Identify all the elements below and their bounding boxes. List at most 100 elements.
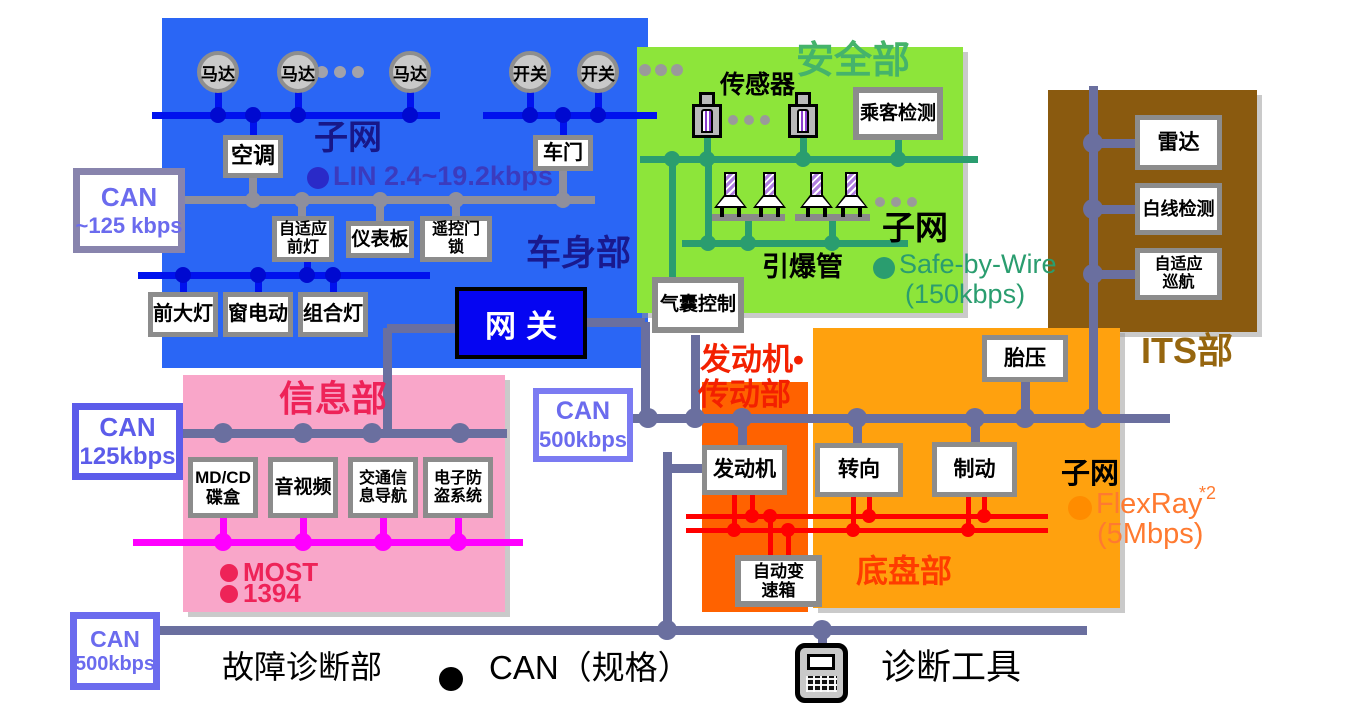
can-label-info-line: 125kbps: [79, 442, 176, 470]
bus-body-sub2: [138, 271, 430, 279]
detonator-label: 引爆管: [762, 252, 843, 282]
box-tire-pressure-label: 胎压: [1004, 346, 1046, 370]
can-label-body: CAN~125 kbps: [73, 168, 185, 253]
box-remote-door-lock-label: 遥控门: [431, 221, 480, 239]
junction-dot: [213, 423, 233, 443]
impact-sensor-icon: [692, 92, 722, 138]
junction-dot: [372, 192, 388, 208]
stub-tire-pressure: [1020, 382, 1030, 418]
box-traffic-info-navigation: 交通信息导航: [348, 457, 418, 518]
box-power-window-label: 窗电动: [228, 303, 288, 326]
chassis-title: 底盘部: [856, 553, 953, 589]
box-air-conditioner: 空调: [223, 135, 283, 178]
stub-steer-fr-a: [850, 497, 856, 530]
detonators-ellipsis: [907, 197, 917, 207]
junction-dot: [965, 408, 985, 428]
link-diag-vertical: [662, 452, 672, 630]
flexray-label: FlexRay: [1096, 488, 1203, 520]
stub-headlight-lin: [298, 200, 306, 218]
ieee1394-label: 1394: [243, 578, 301, 608]
detonator-icon: [753, 172, 786, 217]
box-lane-detection: 白线检测: [1135, 183, 1222, 235]
detonator-leg-icon: [776, 208, 780, 217]
stub-door-up: [559, 115, 567, 137]
box-automatic-transmission: 自动变速箱: [735, 555, 822, 607]
detonator-icon: [835, 172, 868, 217]
box-adaptive-cruise-label: 巡航: [1162, 274, 1195, 291]
detonator-leg-icon: [841, 208, 845, 217]
link-airbag-down: [690, 335, 700, 418]
junction-dot: [402, 107, 418, 123]
junction-dot: [685, 408, 705, 428]
junction-dot: [890, 151, 906, 167]
stub-sensor-1: [703, 138, 711, 159]
legend-can-bullet: [439, 667, 463, 691]
stub-brake-fr-b: [981, 497, 987, 516]
junction-dot: [699, 151, 715, 167]
box-headlamp: 前大灯: [148, 292, 218, 337]
flexray-bullet: [1068, 496, 1092, 520]
box-combination-lamp-label: 组合灯: [303, 303, 363, 326]
bus-diagnostic: [92, 625, 1087, 635]
junction-dot: [325, 267, 341, 283]
stub-engine-diag: [667, 463, 703, 473]
most-label: MOST: [243, 557, 319, 587]
box-automatic-transmission-label: 速箱: [761, 581, 796, 600]
stub-engine: [737, 418, 747, 447]
box-remote-door-lock: 遥控门锁: [420, 216, 492, 262]
most-bullet: [220, 564, 238, 582]
ieee1394-bullet: [220, 585, 238, 603]
junction-dot: [727, 523, 741, 537]
diagnostic-title: 故障诊断部: [222, 649, 383, 685]
detonator-icon: [800, 172, 833, 217]
box-audio-video-label: 音视频: [274, 476, 332, 498]
junction-dot: [1083, 264, 1103, 284]
sensor-core-icon: [701, 109, 713, 133]
detonator-leg-icon: [720, 208, 724, 217]
box-passenger-detection: 乘客检测: [853, 87, 943, 140]
junction-dot: [294, 192, 310, 208]
junction-dot: [812, 620, 832, 640]
junction-dot: [293, 423, 313, 443]
junction-dot: [961, 523, 975, 537]
sensors-ellipsis: [728, 115, 738, 125]
stub-doorlock-lin: [452, 200, 460, 218]
stub-sensor-2: [799, 138, 807, 159]
diagnostic-tool-screen-icon: [807, 654, 835, 670]
box-adaptive-headlight-label: 前灯: [286, 239, 319, 256]
stub-passenger: [894, 140, 902, 159]
stub-headlamp: [179, 275, 187, 294]
junction-dot: [1083, 133, 1103, 153]
safe-by-wire-rate: (150kbps): [905, 279, 1026, 309]
bus-flexray-2: [686, 527, 1048, 533]
junction-dot: [638, 408, 658, 428]
box-steering-label: 转向: [838, 458, 880, 482]
stub-adaptive-cruise: [1093, 269, 1136, 279]
junction-dot: [448, 192, 464, 208]
box-traffic-info-navigation-label: 息导航: [358, 487, 407, 505]
box-brake: 制动: [932, 442, 1017, 497]
box-air-conditioner-label: 空调: [230, 143, 275, 169]
detonator-funnel-icon: [753, 195, 786, 208]
detonator-icon: [714, 172, 747, 217]
detonators-ellipsis: [875, 197, 885, 207]
box-car-door: 车门: [533, 135, 593, 171]
detonator-funnel-icon: [800, 195, 833, 208]
junction-dot: [664, 151, 680, 167]
motors-ellipsis: [316, 66, 328, 78]
motor-node-3: 马达: [389, 51, 431, 93]
stub-detonator-2: [828, 220, 836, 243]
box-car-door-label: 车门: [543, 141, 583, 164]
stub-trans-fr-b: [785, 530, 791, 555]
box-lane-detection-label: 白线检测: [1142, 198, 1215, 219]
diagnostic-tool-keypad-icon: [806, 676, 837, 692]
box-anti-theft-system-label: 盗系统: [433, 487, 482, 505]
motors-ellipsis: [334, 66, 346, 78]
junction-dot: [590, 107, 606, 123]
junction-dot: [763, 509, 777, 523]
junction-dot: [1083, 199, 1103, 219]
stub-engine-fr-b: [749, 495, 755, 516]
can-label-body-line: ~125 kbps: [75, 212, 183, 238]
